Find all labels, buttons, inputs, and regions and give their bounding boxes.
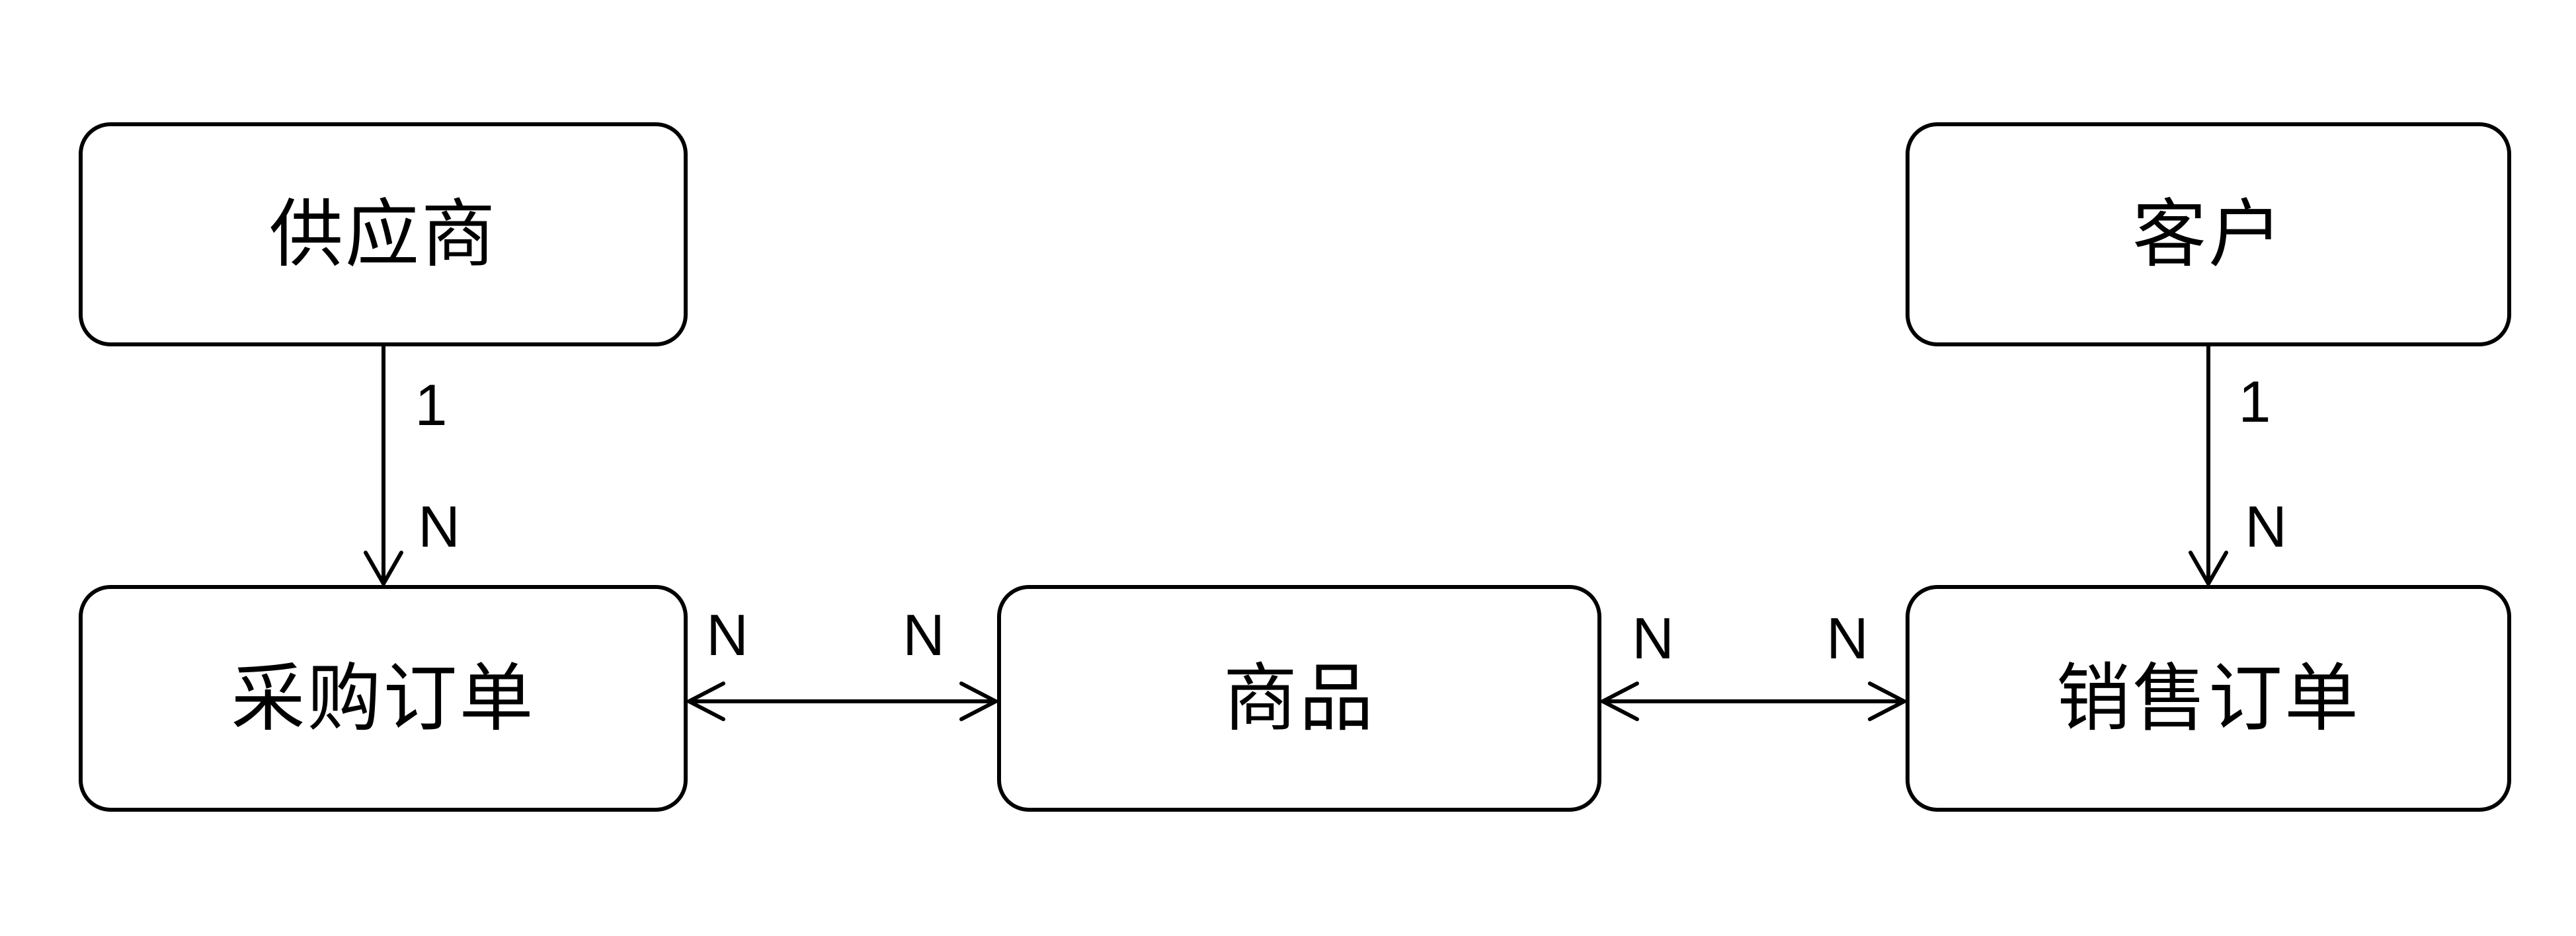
entity-label-customer: 客户 — [2132, 192, 2284, 276]
arrowhead-product-sales-right-icon — [1868, 682, 1906, 721]
entity-box-sales-order: 销售订单 — [1906, 585, 2511, 812]
entity-label-sales-order: 销售订单 — [2056, 656, 2360, 740]
cardinality-product-sales-target: N — [1826, 605, 1869, 671]
cardinality-purchase-product-source: N — [706, 602, 748, 668]
cardinality-purchase-product-target: N — [903, 602, 945, 668]
entity-box-customer: 客户 — [1906, 122, 2511, 346]
cardinality-customer-sales-target: N — [2245, 494, 2287, 559]
arrowhead-purchase-product-right-icon — [959, 682, 998, 721]
entity-box-product: 商品 — [997, 585, 1601, 812]
entity-box-purchase-order: 采购订单 — [79, 585, 688, 812]
entity-label-supplier: 供应商 — [269, 192, 497, 276]
cardinality-customer-sales-source: 1 — [2238, 369, 2271, 434]
arrowhead-customer-sales-down-icon — [2189, 551, 2228, 586]
cardinality-product-sales-source: N — [1632, 605, 1674, 671]
entity-label-product: 商品 — [1223, 656, 1375, 740]
arrowhead-purchase-product-left-icon — [687, 682, 725, 721]
arrowhead-product-sales-left-icon — [1601, 682, 1639, 721]
cardinality-supplier-purchase-source: 1 — [415, 372, 448, 438]
entity-box-supplier: 供应商 — [79, 122, 688, 346]
cardinality-supplier-purchase-target: N — [418, 494, 460, 559]
arrowhead-supplier-purchase-down-icon — [364, 551, 403, 586]
entity-label-purchase-order: 采购订单 — [231, 656, 536, 740]
